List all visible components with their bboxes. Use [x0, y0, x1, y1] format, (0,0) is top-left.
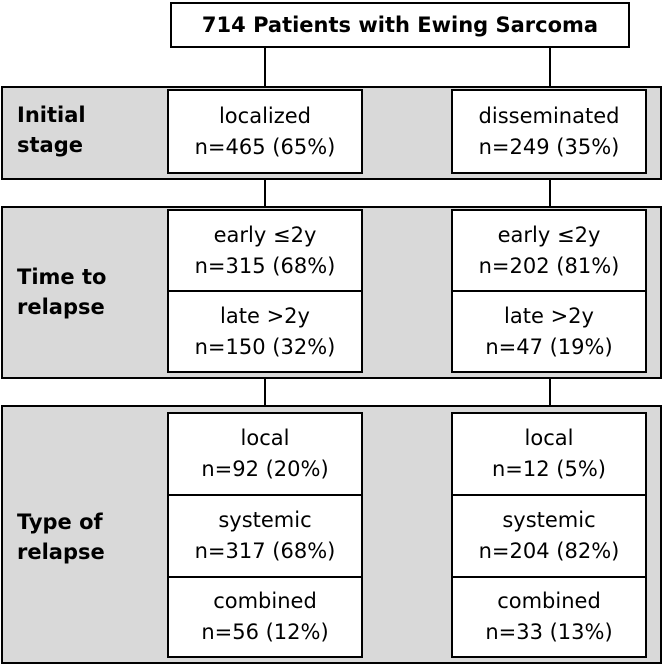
stack-type-localized: local n=92 (20%) systemic n=317 (68%) co… — [167, 412, 363, 658]
band-label-type-of-relapse: Type of relapse — [17, 510, 105, 564]
connector-stage-time-right — [549, 178, 551, 208]
cell-local-disseminated: local n=12 (5%) — [453, 414, 645, 496]
band-label-initial-stage: Initial stage — [17, 103, 86, 157]
box-localized: localized n=465 (65%) — [167, 89, 363, 174]
connector-title-right — [549, 46, 551, 88]
connector-time-type-right — [549, 377, 551, 407]
cell-early-disseminated: early ≤2y n=202 (81%) — [453, 211, 645, 292]
cell-late-localized: late >2y n=150 (32%) — [194, 303, 336, 359]
cell-early-localized: early ≤2y n=315 (68%) — [169, 211, 361, 292]
title-text: 714 Patients with Ewing Sarcoma — [201, 12, 599, 37]
cell-local-localized: local n=92 (20%) — [169, 414, 361, 496]
band-label-time-to-relapse: Time to relapse — [17, 265, 107, 319]
connector-time-type-left — [264, 377, 266, 407]
box-disseminated: disseminated n=249 (35%) — [451, 89, 647, 174]
stack-type-disseminated: local n=12 (5%) systemic n=204 (82%) com… — [451, 412, 647, 658]
cell-systemic-disseminated: systemic n=204 (82%) — [453, 496, 645, 578]
cell-combined-disseminated: combined n=33 (13%) — [485, 589, 613, 644]
title-box: 714 Patients with Ewing Sarcoma — [170, 2, 630, 48]
connector-stage-time-left — [264, 178, 266, 208]
cell-late-disseminated: late >2y n=47 (19%) — [485, 303, 613, 359]
cell-systemic-localized: systemic n=317 (68%) — [169, 496, 361, 578]
connector-title-left — [264, 46, 266, 88]
stack-time-localized: early ≤2y n=315 (68%) late >2y n=150 (32… — [167, 209, 363, 373]
cell-combined-localized: combined n=56 (12%) — [201, 589, 329, 644]
stack-time-disseminated: early ≤2y n=202 (81%) late >2y n=47 (19%… — [451, 209, 647, 373]
